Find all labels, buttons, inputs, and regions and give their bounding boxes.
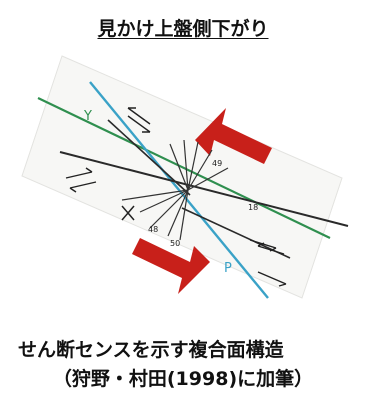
angle-label-c: 49 [212, 159, 222, 168]
red-arrow-bottom [132, 238, 210, 294]
p-label: P [224, 261, 232, 276]
angle-label-a: 48 [148, 225, 158, 234]
y-label: Y [83, 109, 92, 124]
caption-line-2: （狩野・村田(1998)に加筆） [52, 368, 314, 390]
r-shear-line-upper [107, 119, 191, 196]
red-arrow-top [195, 108, 272, 164]
p-shear-line [89, 81, 269, 299]
caption-line-1: せん断センスを示す複合面構造 [18, 339, 284, 361]
x-marks [121, 205, 135, 221]
title-text: 見かけ上盤側下がり [97, 18, 269, 40]
slip-arrows [65, 107, 287, 287]
angle-label-b: 50 [170, 239, 180, 248]
y-shear-line [37, 97, 331, 239]
r-shear-line [59, 151, 349, 227]
angle-label-d: 18 [248, 203, 258, 212]
foliation-fan [121, 139, 229, 241]
composite-planar-fabric-diagram: Y P 48 50 49 18 [21, 55, 349, 299]
page-title: 見かけ上盤側下がり [0, 14, 366, 41]
